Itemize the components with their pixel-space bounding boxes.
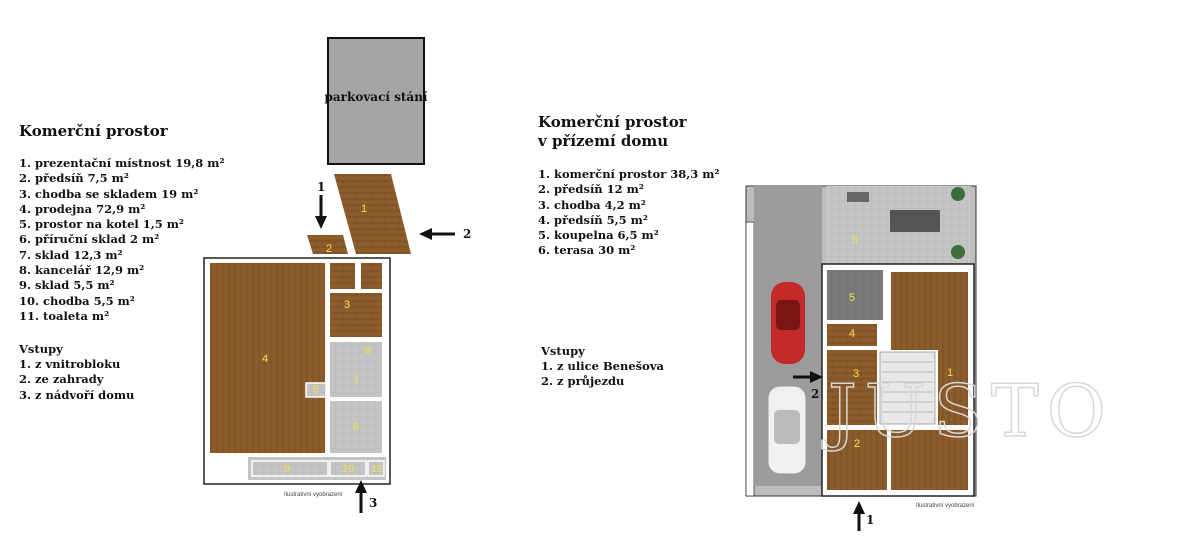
plan-caption: Ilustrativní vyobrazení <box>916 503 975 509</box>
list-item: 11. toaleta m² <box>19 308 110 323</box>
arrow-label: 1 <box>866 513 874 527</box>
list-item: 7. sklad 12,3 m² <box>19 247 123 262</box>
plant-icon <box>951 187 965 201</box>
room-label: 6 <box>852 234 858 246</box>
room-5 <box>305 382 327 398</box>
room-10 <box>329 460 367 477</box>
room-2 <box>827 430 887 490</box>
list-item: 2. z průjezdu <box>541 374 625 389</box>
arrow-label: 1 <box>317 180 325 194</box>
left-entrance-list: 1. z vnitrobloku 2. ze zahrady 3. z nádv… <box>19 357 134 403</box>
right-title-line2: v přízemí domu <box>538 132 669 150</box>
red-car <box>771 282 805 364</box>
room-1 <box>334 174 411 254</box>
left-entrances-title: Vstupy <box>19 342 63 356</box>
list-item: 4. předsíň 5,5 m² <box>538 212 648 227</box>
list-item: 6. příruční sklad 2 m² <box>19 232 160 247</box>
room-label: 4 <box>849 328 855 340</box>
list-item: 1. z ulice Benešova <box>541 359 664 373</box>
entrance-arrow-1 <box>315 195 327 229</box>
plant-icon <box>951 245 965 259</box>
entrance-arrow-2 <box>793 371 823 383</box>
list-item: 1. komerční prostor 38,3 m² <box>538 167 720 181</box>
right-entrances-title: Vstupy <box>541 344 585 358</box>
left-room-list: 1. prezentační místnost 19,8 m² 2. předs… <box>19 156 225 324</box>
room-label: 9 <box>284 463 290 475</box>
room-8 <box>330 401 382 453</box>
arrow-label: 2 <box>811 387 819 401</box>
room-4 <box>827 324 877 346</box>
list-item: 2. předsíň 12 m² <box>538 182 644 197</box>
room-9 <box>251 460 329 477</box>
room-label: 4 <box>262 353 268 365</box>
right-entrance-list: 1. z ulice Benešova 2. z průjezdu <box>541 359 664 390</box>
room-4 <box>210 263 325 453</box>
list-item: 9. sklad 5,5 m² <box>19 278 115 293</box>
list-item: 4. prodejna 72,9 m² <box>19 201 146 216</box>
entrance-arrow-1 <box>853 501 865 531</box>
entrance-arrow-3 <box>355 480 367 513</box>
right-room-list: 1. komerční prostor 38,3 m² 2. předsíň 1… <box>538 167 719 259</box>
arrow-label: 3 <box>369 496 377 510</box>
list-item: 3. chodba 4,2 m² <box>538 197 646 212</box>
list-item: 6. terasa 30 m² <box>538 243 636 258</box>
parking-space <box>327 37 425 165</box>
room-label: 2 <box>326 243 332 255</box>
room-label: 6 <box>365 345 371 357</box>
room-label: 2 <box>854 438 860 450</box>
white-car <box>767 385 807 475</box>
list-item: 1. prezentační místnost 19,8 m² <box>19 156 225 170</box>
list-item: 10. chodba 5,5 m² <box>19 293 135 308</box>
left-floor-plan: parkovací stání 1 2 3 4 5 6 7 <box>203 37 471 513</box>
list-item: 2. ze zahrady <box>19 372 104 387</box>
parking-label: parkovací stání <box>325 90 428 104</box>
table-icon <box>890 210 940 232</box>
room-5 <box>827 270 883 320</box>
left-title: Komerční prostor <box>19 122 168 140</box>
room-label: 7 <box>353 375 359 387</box>
room-label: 10 <box>342 463 354 475</box>
room-label: 1 <box>947 367 953 379</box>
room-label: 5 <box>313 384 319 396</box>
arrow-label: 2 <box>463 227 471 241</box>
room-7 <box>330 342 382 397</box>
entrance-arrow-2 <box>419 228 455 240</box>
room-label: 3 <box>344 299 350 311</box>
room-label: 3 <box>853 368 859 380</box>
list-item: 1. z vnitrobloku <box>19 357 121 371</box>
list-item: 2. předsíň 7,5 m² <box>19 171 129 186</box>
room-3 <box>827 350 877 425</box>
room-label: 8 <box>353 421 359 433</box>
room-2 <box>307 235 348 254</box>
list-item: 5. prostor na kotel 1,5 m² <box>19 217 184 232</box>
room-label: 5 <box>849 292 855 304</box>
plan-caption: Ilustrativní vyobrazení <box>284 492 343 498</box>
bench-icon <box>847 192 869 202</box>
list-item: 3. z nádvoří domu <box>19 387 135 402</box>
room-label: 1 <box>361 203 367 215</box>
right-title-line1: Komerční prostor <box>538 113 687 131</box>
room-label: 11 <box>371 463 382 475</box>
room-1 <box>891 272 968 350</box>
list-item: 3. chodba se skladem 19 m² <box>19 186 199 201</box>
room-11 <box>367 460 385 477</box>
watermark: JUSTO <box>821 369 1114 453</box>
list-item: 5. koupelna 6,5 m² <box>538 228 659 243</box>
right-floor-plan: JUSTO 1 2 3 4 5 6 2 1 Ilustrativní vyobr… <box>745 185 1114 531</box>
list-item: 8. kancelář 12,9 m² <box>19 263 145 278</box>
